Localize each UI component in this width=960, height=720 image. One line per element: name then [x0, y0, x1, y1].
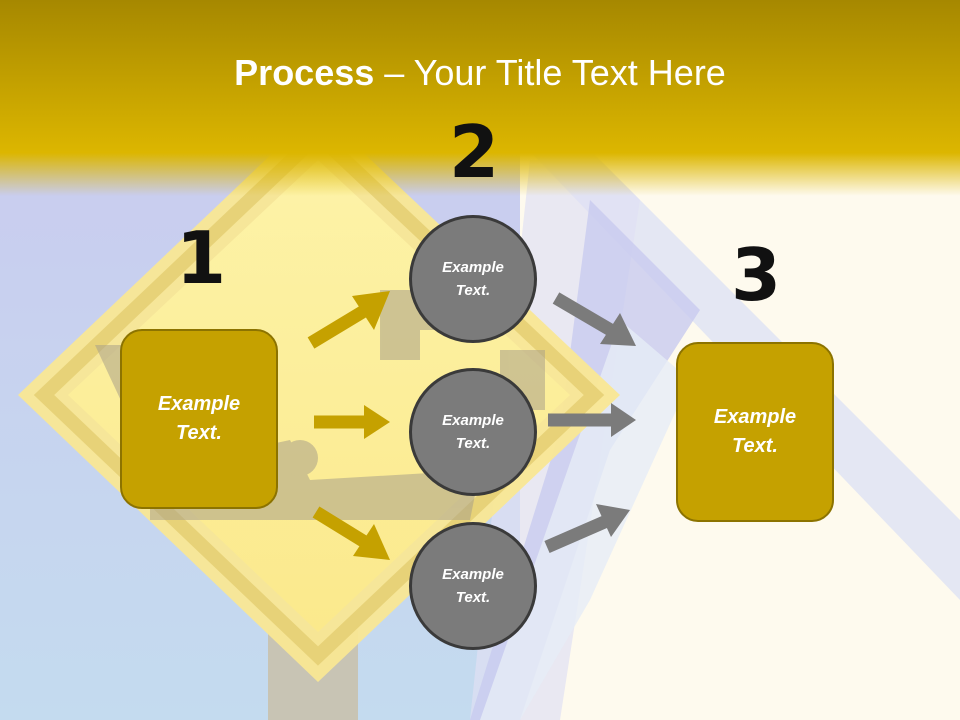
- arrow-1-to-2b: [314, 405, 390, 439]
- step-1-box: Example Text.: [120, 329, 278, 509]
- arrow-1-to-2c: [312, 506, 390, 560]
- step-1-text: Example Text.: [157, 393, 241, 444]
- arrow-1-to-2a: [307, 291, 390, 349]
- step-1-number: 1: [176, 216, 227, 300]
- step-2-circle-bottom: Example Text.: [409, 522, 537, 650]
- arrow-2a-to-3: [552, 292, 636, 346]
- step-3-number: 3: [731, 233, 782, 317]
- arrow-2c-to-3: [544, 504, 630, 553]
- step-2-text-bottom: Example Text.: [442, 566, 504, 606]
- title-bold: Process: [234, 52, 375, 93]
- title-rest: – Your Title Text Here: [374, 52, 726, 93]
- step-2-number: 2: [449, 110, 500, 194]
- arrow-2b-to-3: [548, 403, 636, 437]
- slide-title: Process – Your Title Text Here: [0, 52, 960, 94]
- step-2-text-top: Example Text.: [442, 259, 504, 299]
- step-3-text: Example Text.: [713, 406, 797, 457]
- step-2-circle-top: Example Text.: [409, 215, 537, 343]
- step-2-circle-middle: Example Text.: [409, 368, 537, 496]
- step-3-box: Example Text.: [676, 342, 834, 522]
- step-2-text-middle: Example Text.: [442, 412, 504, 452]
